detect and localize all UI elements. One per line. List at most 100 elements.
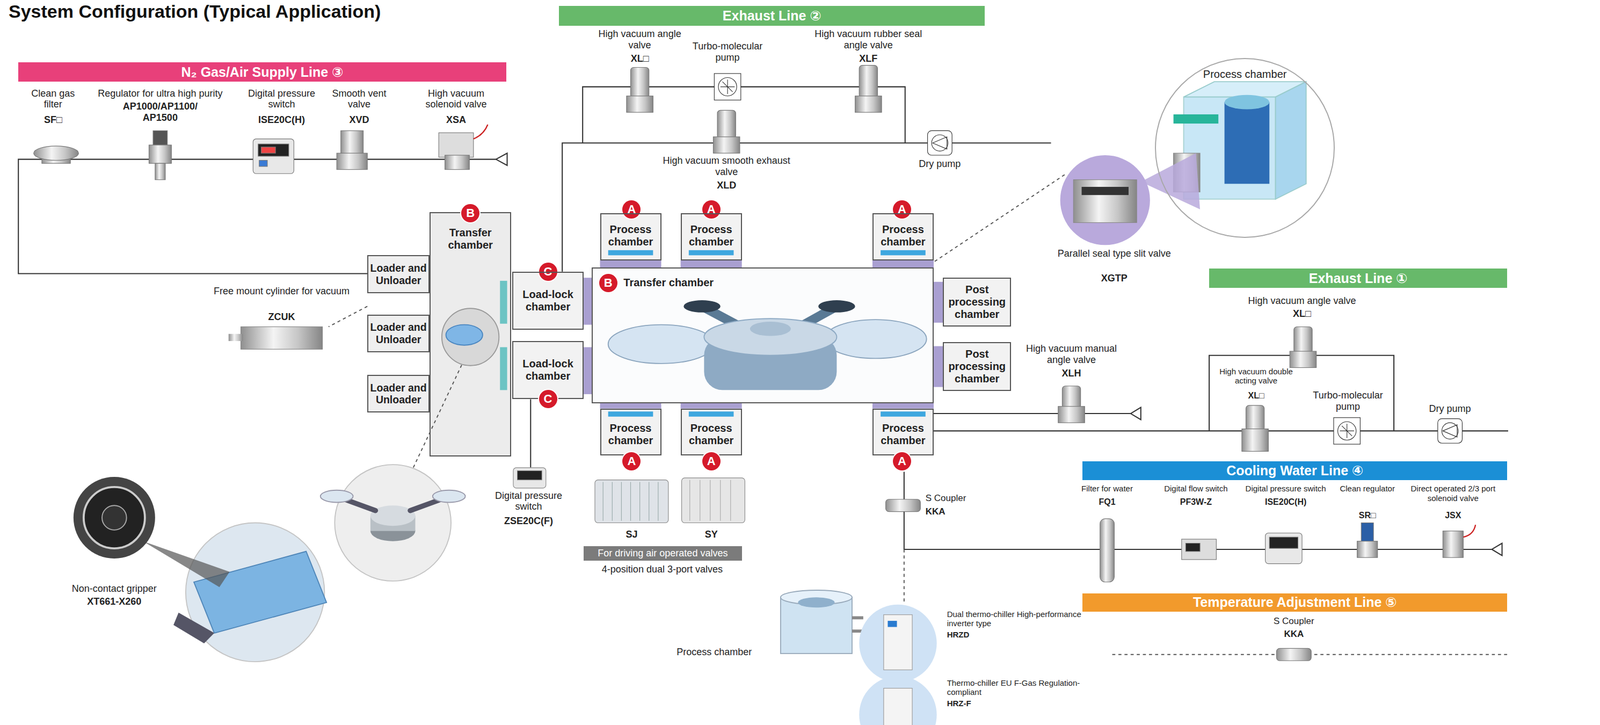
cooling-components [1361,522,1374,544]
node-text: Load-lock chamber [514,288,581,314]
cooling-components [1269,536,1298,549]
part-code: HRZD [947,629,999,639]
pipe-line [904,471,1493,550]
exhaust-components [1062,386,1081,409]
n2-components [336,153,368,170]
chamber-box: Process chamber [600,408,662,456]
cooling-components [1276,648,1312,661]
chiller-illustration [859,675,937,725]
chamber-fill [942,277,1012,327]
left-robot [432,490,466,503]
part-code: XGTP [1083,272,1145,285]
callout-marker: C [537,388,559,410]
n2-components [155,163,166,180]
dotted-line [328,306,368,327]
part-name: Direct operated 2/3 port solenoid valve [1407,483,1500,503]
note-bar: For driving air operated valves [583,546,743,561]
valve-manifold [689,480,731,521]
slit-valve-inset [1060,155,1151,245]
node-text: Loader and Unloader [369,262,427,287]
part-code: SJ [616,528,647,541]
part-code: FQ1 [1081,497,1133,507]
part-code: SY [695,528,727,541]
part-code: KKA [1273,628,1315,640]
node-text: C [539,393,558,405]
valve-manifold [517,470,543,480]
wafer-stage [499,280,507,324]
dotted-line [903,549,905,605]
node-text: Post processing chamber [945,283,1009,321]
left-robot [320,490,354,503]
part-name: High vacuum rubber seal angle valve [805,28,933,51]
exhaust-components [717,110,736,139]
part-name: Dry pump [1419,403,1481,415]
exhaust-components [855,96,882,113]
node-text: Process chamber [1155,68,1334,81]
n2-components [445,155,470,170]
exhaust-components [1293,326,1313,353]
part-name: 4-position dual 3-port valves [575,563,749,576]
gate-valve [933,346,943,388]
part-name: Parallel seal type slit valve [1057,248,1172,260]
exhaust-components [932,136,948,150]
node-text: Process chamber [683,223,740,249]
gripper-illustration [173,612,215,644]
part-name: Free mount cylinder for vacuum [213,285,351,297]
pipe-line [933,430,1509,432]
slit-valve-inset [1224,95,1270,110]
node-text: N₂ Gas/Air Supply Line ③ [18,64,506,80]
left-robot [228,333,244,341]
chamber-fill [600,213,662,260]
wafer-stage [880,250,926,256]
transfer-robot [608,300,927,390]
callout-marker: A [621,199,642,220]
part-code: ISE20C(H) [241,114,323,126]
node-text: A [622,455,641,468]
part-name: Dual thermo-chiller High-performance inv… [947,609,1101,629]
part-name: High vacuum manual angle valve [1014,343,1129,366]
line-band: N₂ Gas/Air Supply Line ③ [18,62,506,82]
part-name: Clean gas filter [22,88,84,111]
chamber-fill [872,408,934,456]
port-triangle [496,153,508,166]
slit-valve-inset [1073,179,1137,223]
chamber-box: Post processing chamber [942,342,1012,391]
node-text: Transfer chamber [430,226,511,252]
chiller-illustration [780,597,853,654]
part-name: Non-contact gripper [53,583,176,595]
gate-valve [600,403,662,409]
gate-valve [872,260,934,268]
part-code: JSX [1432,510,1474,521]
n2-components [153,130,168,145]
inset-circle: Process chamber [1154,57,1335,238]
slit-valve-inset [1155,59,1334,237]
n2-components [473,124,489,140]
left-robot [370,505,416,526]
part-name: Turbo-molecular pump [680,40,775,63]
exhaust-components [1333,417,1360,445]
transfer-robot [703,318,837,355]
chamber-box: Load-lock chamber [512,271,584,330]
chamber-fill [367,255,430,293]
part-name: Clean regulator [1338,483,1396,493]
chamber-fill [591,267,934,404]
chiller-illustration [883,614,913,671]
callout-marker: B [460,202,481,224]
chiller-illustration [883,688,913,725]
chamber-box: Process chamber [600,213,662,260]
gate-valve [600,260,662,268]
chamber-fill [872,213,934,260]
callout-marker: A [891,199,913,220]
chamber-fill [942,342,1012,391]
exhaust-components [720,79,736,94]
gripper-illustration [73,476,156,559]
valve-manifold [513,467,547,489]
node-text: B [461,207,480,220]
exhaust-components [1441,422,1458,439]
chamber-box: Loader and Unloader [367,374,430,413]
cooling-components [1442,531,1464,558]
transfer-robot [750,321,791,337]
slit-valve-inset [1275,81,1307,200]
chamber-fill [367,212,1012,456]
